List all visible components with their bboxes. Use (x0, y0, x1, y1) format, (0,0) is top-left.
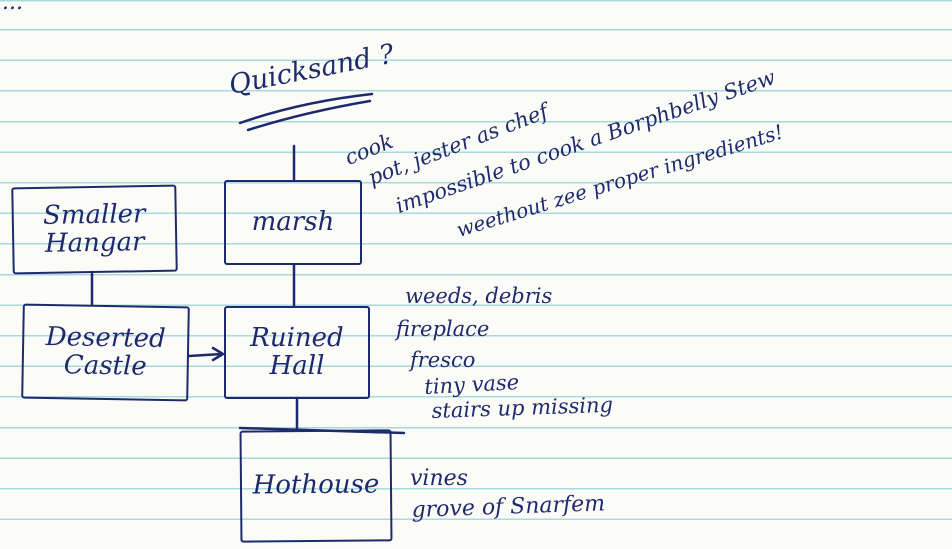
quicksand-underline-2 (246, 99, 372, 132)
castle-hall-arrow (187, 352, 224, 358)
room-smaller-hangar: Smaller Hangar (11, 184, 178, 275)
hall-note-1: weeds, debris (405, 284, 553, 308)
room-label: marsh (251, 206, 335, 237)
room-hothouse: Hothouse (239, 429, 393, 543)
hall-note-3: fresco (410, 348, 476, 372)
room-marsh: marsh (224, 180, 362, 265)
hall-note-2: fireplace (396, 317, 490, 341)
room-label: Deserted Castle (45, 322, 166, 382)
room-label: Hothouse (252, 469, 380, 501)
hothouse-note-1: vines (410, 466, 468, 491)
quicksand-underline (238, 92, 374, 125)
castle-hall-arrowhead (211, 346, 226, 362)
top-scrawl: ... (2, 0, 23, 15)
hothouse-top-extension (238, 426, 406, 435)
hall-note-4: tiny vase (423, 370, 520, 399)
room-label: Smaller Hangar (42, 199, 146, 259)
room-deserted-castle: Deserted Castle (21, 303, 190, 402)
room-label: Ruined Hall (250, 323, 344, 381)
room-ruined-hall: Ruined Hall (224, 306, 370, 399)
